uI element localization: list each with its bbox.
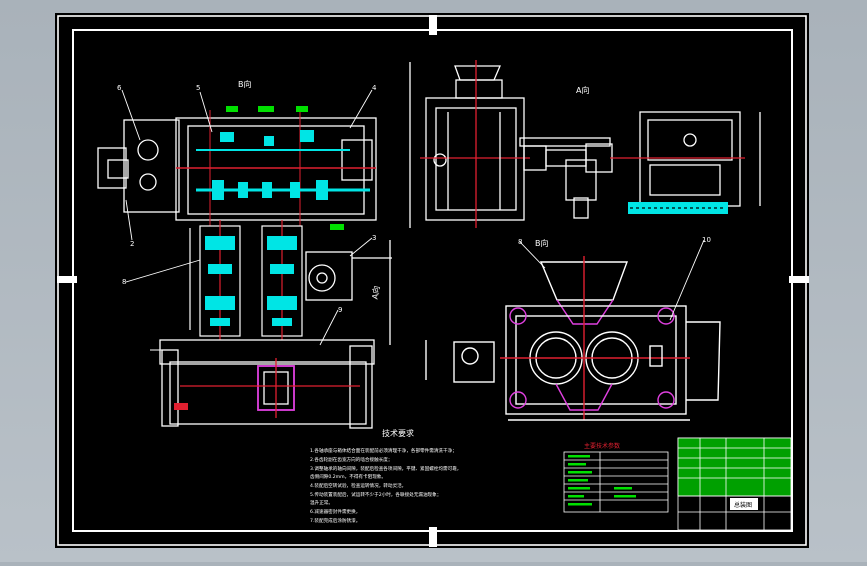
lower-view-crusher (425, 256, 721, 421)
title-block-name: 总装图 (734, 501, 752, 509)
callout-numbers: 6 5 4 2 3 8 9 8 10 (117, 84, 711, 314)
gearbox-housing (175, 117, 377, 221)
base-frame-plan (150, 339, 375, 429)
technical-notes: 技术要求 1.各轴承座与箱体结合面在装配前必须清理干净，各部零件需清洗干净； 2… (310, 428, 461, 524)
note-line-6: 5.传动装置装配后，试运转不少于2小时，各联接处无漏油现象； (310, 491, 441, 498)
note-line-8: 6.减速器密封件需更换， (310, 508, 360, 515)
note-line-4: 齿侧间隙0.2mm，不得有卡阻现象。 (310, 473, 386, 480)
callout-8: 8 (518, 238, 522, 246)
callout-2: 5 (196, 84, 200, 92)
callout-6: 8 (122, 278, 126, 286)
gear-columns (189, 220, 303, 340)
label-top-view: B向 (238, 79, 252, 89)
callout-5: 3 (372, 234, 376, 242)
note-line-7: 温升正常。 (310, 499, 333, 506)
note-line-3: 3.调整轴承的轴向间隙，装配后检查各项间隙，平键、紧固螺栓均需可靠， (310, 465, 461, 472)
side-motor (305, 240, 392, 345)
callout-7: 9 (338, 306, 342, 314)
param-table-title: 主要技术参数 (584, 442, 620, 450)
centering-marks (57, 15, 809, 547)
view-labels: B向 A向 B向 A向 (238, 79, 589, 300)
note-line-9: 7.装配完成后涂防锈漆。 (310, 517, 360, 524)
note-line-1: 1.各轴承座与箱体结合面在装配前必须清理干净，各部零件需清洗干净； (310, 447, 457, 454)
left-flange (97, 147, 127, 189)
callout-3: 4 (372, 84, 377, 92)
note-line-2: 2.各齿轮副在齿宽方向的啮合接触长度； (310, 456, 392, 463)
label-lower-view: A向 (369, 285, 381, 300)
leader-lines (121, 89, 705, 346)
notes-title: 技术要求 (382, 428, 414, 438)
parameter-table: 主要技术参数 (563, 442, 669, 513)
callout-1: 6 (117, 84, 122, 92)
label-front-view: A向 (576, 85, 589, 95)
front-view-assembly (409, 60, 761, 228)
top-view-gearbox (97, 106, 377, 230)
label-side-view: B向 (535, 238, 549, 248)
note-line-5: 4.装配后空转试验，检查运转情况，转动灵活， (310, 482, 406, 489)
motor-body (123, 119, 180, 213)
callout-4: 2 (130, 240, 134, 248)
callout-9: 10 (702, 236, 711, 244)
title-block: 总装图 (677, 437, 792, 531)
